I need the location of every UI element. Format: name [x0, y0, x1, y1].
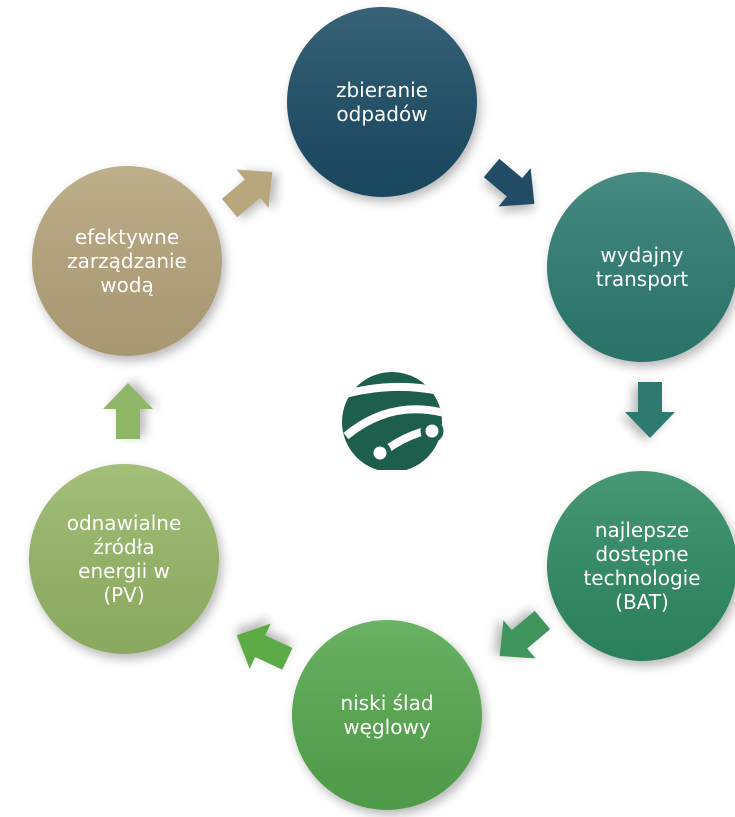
node-label-line: niski ślad: [340, 691, 433, 715]
node-shine: [287, 7, 477, 197]
arrow-low-carbon-footprint-to-renewable-energy: [236, 623, 293, 670]
node-shine: [29, 464, 219, 654]
arrow-renewable-energy-to-water-management: [103, 383, 153, 439]
node-label-line: technologie: [583, 566, 700, 590]
node-label-line: wodą: [100, 273, 154, 297]
arrows-layer: [103, 158, 675, 670]
node-label-line: dostępne: [595, 542, 688, 566]
node-shine: [547, 172, 735, 362]
node-label-line: zarządzanie: [67, 249, 187, 273]
arrow-best-available-technology-to-low-carbon-footprint: [499, 610, 551, 659]
node-label-line: zbieranie: [336, 78, 428, 102]
node-label-line: najlepsze: [595, 518, 689, 542]
node-shine: [547, 471, 735, 661]
node-label-line: energii w: [78, 559, 170, 583]
node-label-line: transport: [596, 267, 689, 291]
node-label-line: (PV): [103, 583, 144, 607]
node-label-line: źródła: [93, 535, 154, 559]
node-shine: [32, 166, 222, 356]
arrow-water-management-to-waste-collection: [221, 169, 273, 218]
globe-network-logo-icon: [342, 372, 444, 470]
node-label-line: węglowy: [343, 715, 431, 739]
node-label-line: (BAT): [615, 590, 669, 614]
node-label-line: odnawialne: [67, 511, 182, 535]
arrow-waste-collection-to-efficient-transport: [483, 158, 535, 207]
node-label-line: odpadów: [336, 102, 427, 126]
arrow-efficient-transport-to-best-available-technology: [625, 382, 675, 438]
node-shine: [292, 620, 482, 810]
node-label-line: efektywne: [75, 225, 179, 249]
node-label-line: wydajny: [600, 243, 683, 267]
